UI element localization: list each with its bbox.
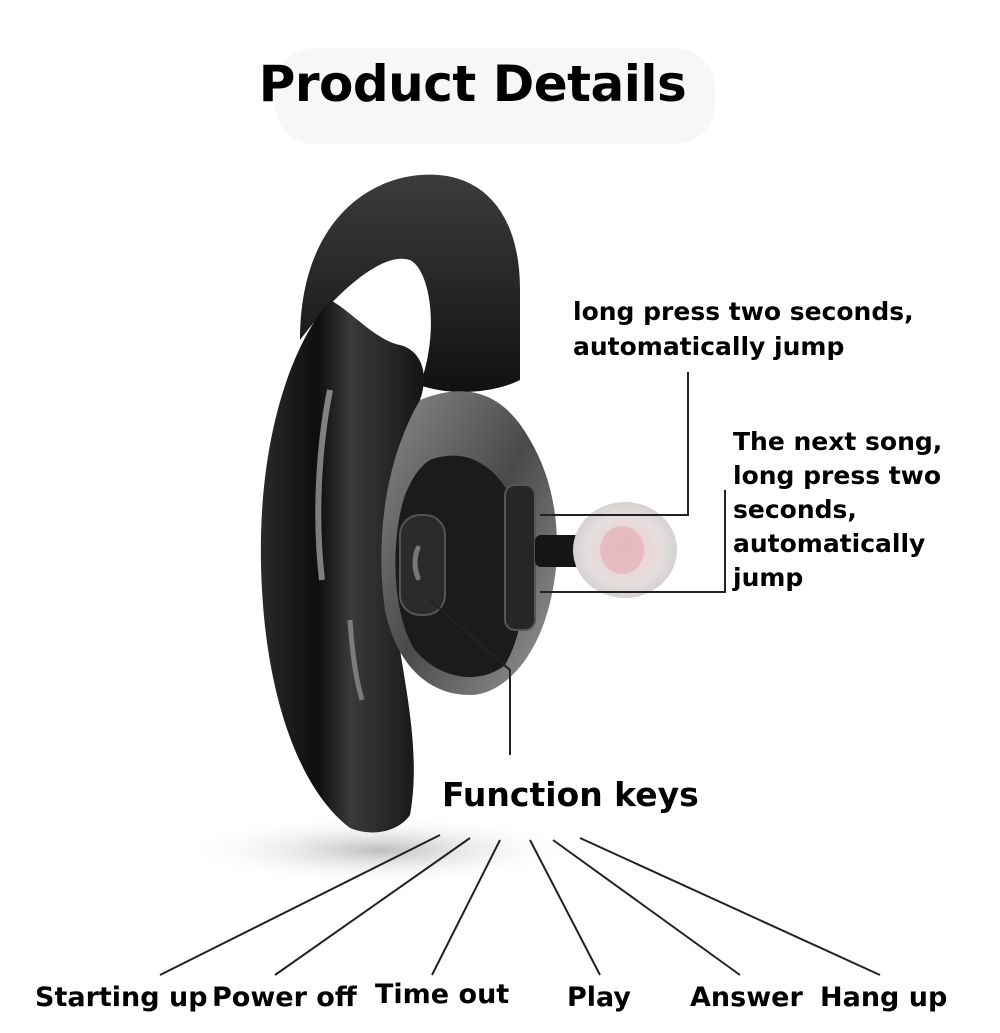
side-button (504, 484, 536, 631)
function-keys-title: Function keys (442, 775, 699, 814)
leader-lines (159, 372, 881, 976)
floor-shadow (180, 815, 580, 885)
function-key-hang-up: Hang up (820, 982, 948, 1013)
ear-hook (300, 174, 520, 392)
earpiece-body (260, 300, 424, 833)
speaker-nozzle (535, 535, 585, 567)
function-key-power-off: Power off (212, 982, 357, 1013)
function-key-play: Play (567, 982, 632, 1013)
page-title: Product Details (258, 55, 687, 113)
eartip-center (600, 526, 644, 574)
function-key-button (399, 514, 446, 616)
body-highlight (315, 389, 333, 581)
function-key-starting-up: Starting up (35, 982, 208, 1013)
title-highlight (275, 48, 715, 144)
annotation-next-song: The next song, long press two seconds, a… (733, 427, 943, 592)
annotation-long-press: long press two seconds, automatically ju… (573, 297, 914, 361)
function-key-time-out: Time out (375, 979, 510, 1010)
phone-icon (412, 545, 421, 581)
face-plate (395, 455, 526, 677)
function-key-answer: Answer (690, 982, 803, 1013)
body-highlight-lower (347, 619, 365, 701)
